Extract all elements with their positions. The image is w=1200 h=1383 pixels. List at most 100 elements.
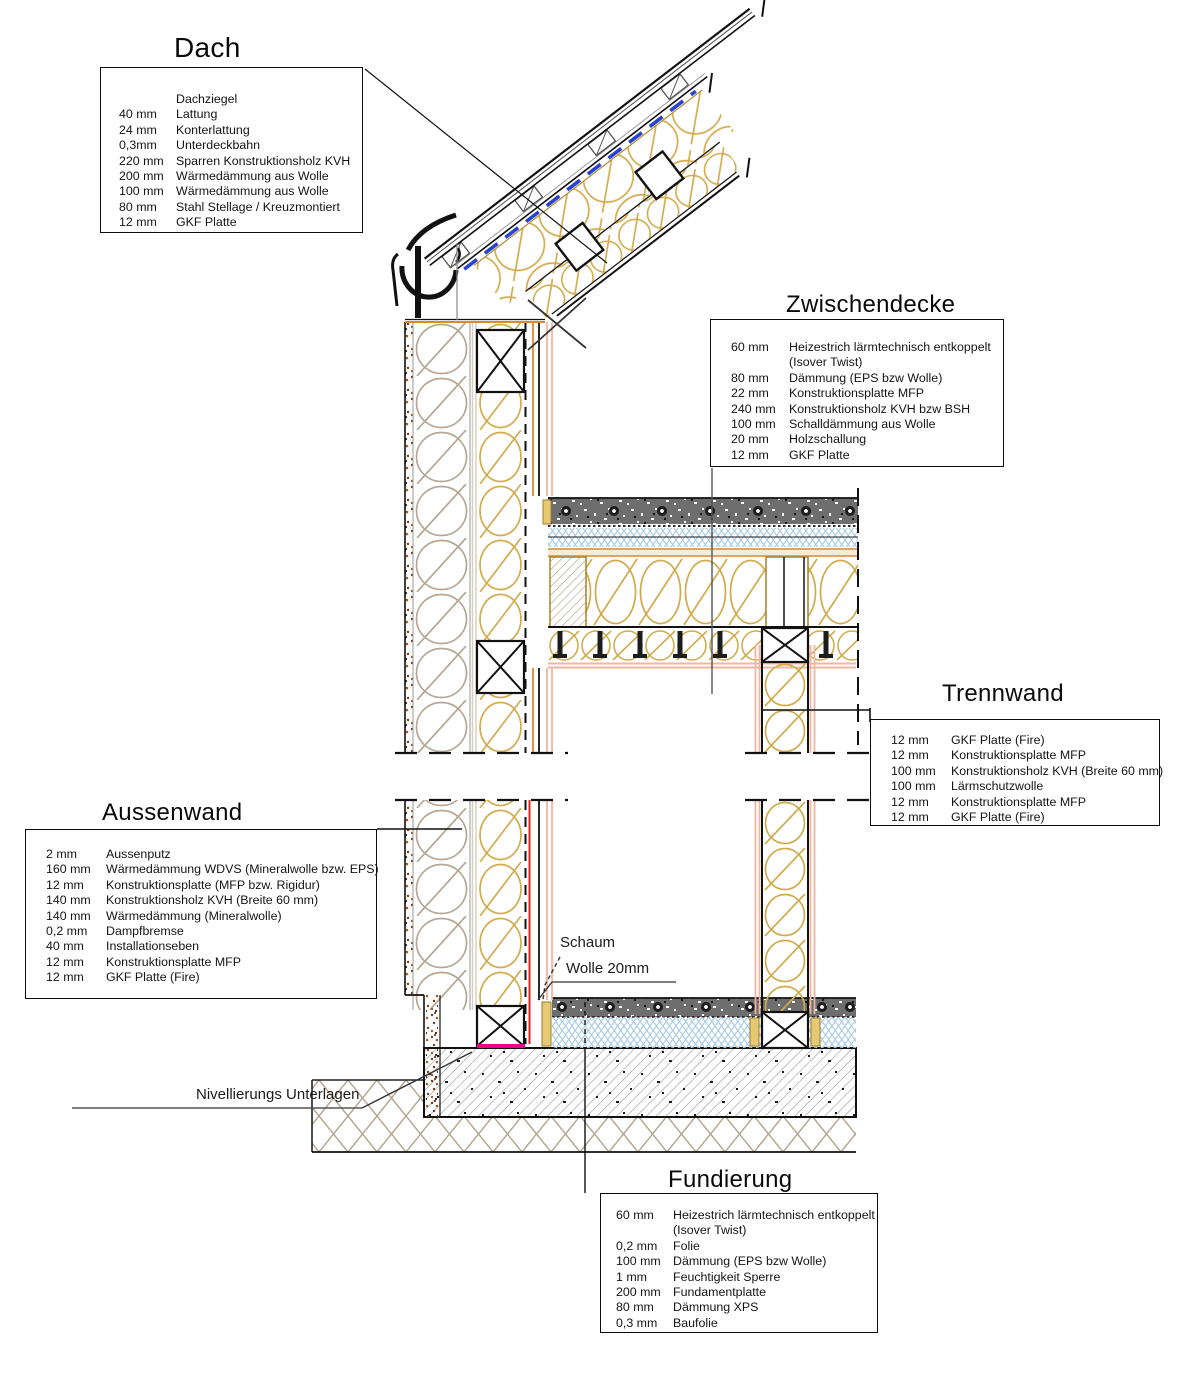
spec-dimension: 12 mm: [891, 810, 929, 825]
spec-dimension: 12 mm: [891, 794, 929, 809]
spec-row: 0,3 mm Baufolie: [616, 1316, 871, 1331]
spec-row: 2 mm Aussenputz: [46, 847, 370, 862]
spec-dimension: 220 mm: [119, 153, 164, 168]
spec-row: 100 mm Dämmung (EPS bzw Wolle): [616, 1254, 871, 1269]
spec-row: 100 mm Konstruktionsholz KVH (Breite 60 …: [891, 764, 1163, 779]
spec-row: 12 mm GKF Platte: [731, 448, 995, 463]
spec-label: Wärmedämmung aus Wolle: [176, 169, 329, 184]
spec-row: Dachziegel: [119, 92, 352, 107]
spec-label: GKF Platte (Fire): [951, 810, 1045, 825]
trennwand-title: Trennwand: [942, 680, 1064, 707]
spec-row: 200 mm Fundamentplatte: [616, 1285, 871, 1300]
dach-spec-list: Dachziegel 40 mm Lattung 24 mm Konterlat…: [101, 68, 362, 231]
spec-label: GKF Platte (Fire): [106, 970, 200, 985]
spec-dimension: 0,3mm: [119, 138, 157, 153]
spec-dimension: 0,2 mm: [46, 924, 88, 939]
dach-spec-box: Dachziegel 40 mm Lattung 24 mm Konterlat…: [100, 67, 363, 233]
spec-row: 12 mm GKF Platte (Fire): [891, 810, 1153, 825]
spec-dimension: 12 mm: [46, 970, 84, 985]
fundierung-spec-list: 60 mm Heizestrich lärmtechnisch entkoppe…: [601, 1194, 877, 1331]
spec-label: Wärmedämmung WDVS (Mineralwolle bzw. EPS…: [106, 862, 379, 877]
spec-row: 12 mm GKF Platte: [119, 215, 352, 230]
spec-label: (Isover Twist): [789, 355, 863, 370]
nivellierung-label: Nivellierungs Unterlagen: [196, 1086, 360, 1103]
spec-label: Dämmung XPS: [673, 1300, 759, 1315]
spec-label: Installationseben: [106, 939, 199, 954]
spec-row: 140 mm Wärmedämmung (Mineralwolle): [46, 909, 370, 924]
zwischendecke-spec-list: 60 mm Heizestrich lärmtechnisch entkoppe…: [711, 320, 1003, 463]
spec-label: Konstruktionsholz KVH (Breite 60 mm): [106, 893, 319, 908]
spec-label: Konstruktionsholz KVH bzw BSH: [789, 401, 971, 416]
aussenwand-spec-list: 2 mm Aussenputz 160 mm Wärmedämmung WDVS…: [26, 830, 379, 986]
spec-row: 140 mm Konstruktionsholz KVH (Breite 60 …: [46, 893, 370, 908]
roof-battens: [441, 72, 690, 269]
spec-dimension: 0,2 mm: [616, 1238, 658, 1253]
fundierung-spec-box: 60 mm Heizestrich lärmtechnisch entkoppe…: [600, 1193, 878, 1333]
spec-dimension: 200 mm: [119, 169, 164, 184]
spec-row: 80 mm Dämmung (EPS bzw Wolle): [731, 371, 995, 386]
spec-row: 12 mm Konstruktionsplatte MFP: [891, 748, 1153, 763]
spec-label: Dämmung (EPS bzw Wolle): [789, 370, 943, 385]
spec-dimension: 24 mm: [119, 122, 157, 137]
wolle-label: Wolle 20mm: [566, 960, 650, 977]
spec-label: Fundamentplatte: [673, 1285, 766, 1300]
spec-dimension: 240 mm: [731, 401, 776, 416]
spec-dimension: 200 mm: [616, 1285, 661, 1300]
spec-dimension: 1 mm: [616, 1269, 647, 1284]
spec-dimension: 0,3 mm: [616, 1315, 658, 1330]
spec-label: Heizestrich lärmtechnisch entkoppelt: [673, 1208, 875, 1222]
spec-row: 220 mm Sparren Konstruktionsholz KVH: [119, 154, 352, 169]
spec-label: Stahl Stellage / Kreuzmontiert: [176, 199, 340, 214]
spec-label: Heizestrich lärmtechnisch entkoppelt: [789, 340, 991, 354]
zwischendecke-spec-box: 60 mm Heizestrich lärmtechnisch entkoppe…: [710, 319, 1004, 467]
spec-dimension: 160 mm: [46, 862, 91, 877]
intermediate-floor: [542, 488, 859, 745]
foundation-slab: [423, 1047, 857, 1118]
spec-dimension: 80 mm: [616, 1300, 654, 1315]
spec-row: (Isover Twist): [616, 1223, 871, 1238]
spec-label: Konstruktionsplatte MFP: [951, 794, 1086, 809]
spec-dimension: 60 mm: [616, 1208, 654, 1222]
spec-label: GKF Platte: [789, 447, 850, 462]
spec-dimension: 12 mm: [46, 954, 84, 969]
spec-label: Folie: [673, 1238, 700, 1253]
spec-dimension: 100 mm: [891, 779, 936, 794]
spec-dimension: 80 mm: [119, 199, 157, 214]
spec-label: Wärmedämmung aus Wolle: [176, 184, 329, 199]
spec-row: 80 mm Stahl Stellage / Kreuzmontiert: [119, 200, 352, 215]
spec-dimension: 12 mm: [731, 447, 769, 462]
spec-row: 40 mm Installationseben: [46, 939, 370, 954]
spec-label: Dampfbremse: [106, 924, 184, 939]
spec-dimension: 80 mm: [731, 370, 769, 385]
spec-label: Konterlattung: [176, 122, 250, 137]
spec-dimension: 12 mm: [891, 733, 929, 747]
spec-row: 40 mm Lattung: [119, 107, 352, 122]
spec-row: 12 mm Konstruktionsplatte MFP: [891, 795, 1153, 810]
schaum-label: Schaum: [560, 934, 616, 951]
spec-row: 1 mm Feuchtigkeit Sperre: [616, 1270, 871, 1285]
spec-dimension: 2 mm: [46, 847, 77, 861]
spec-dimension: 140 mm: [46, 893, 91, 908]
spec-label: Konstruktionsplatte MFP: [789, 386, 924, 401]
spec-dimension: 22 mm: [731, 386, 769, 401]
spec-label: Unterdeckbahn: [176, 138, 261, 153]
spec-row: 20 mm Holzschallung: [731, 432, 995, 447]
spec-label: GKF Platte (Fire): [951, 733, 1045, 747]
spec-row: 24 mm Konterlattung: [119, 123, 352, 138]
spec-row: 12 mm Konstruktionsplatte MFP: [46, 955, 370, 970]
spec-row: 12 mm Konstruktionsplatte (MFP bzw. Rigi…: [46, 878, 370, 893]
spec-row: 22 mm Konstruktionsplatte MFP: [731, 386, 995, 401]
spec-dimension: 12 mm: [46, 877, 84, 892]
spec-label: Lattung: [176, 107, 218, 122]
spec-label: Aussenputz: [106, 847, 171, 861]
spec-row: 80 mm Dämmung XPS: [616, 1300, 871, 1315]
spec-dimension: 60 mm: [731, 340, 769, 354]
spec-dimension: 100 mm: [119, 184, 164, 199]
spec-row: 160 mm Wärmedämmung WDVS (Mineralwolle b…: [46, 862, 379, 877]
partition-wall: [749, 626, 821, 1050]
spec-row: 200 mm Wärmedämmung aus Wolle: [119, 169, 352, 184]
spec-label: Konstruktionsplatte MFP: [951, 748, 1086, 763]
spec-row: 240 mm Konstruktionsholz KVH bzw BSH: [731, 402, 995, 417]
